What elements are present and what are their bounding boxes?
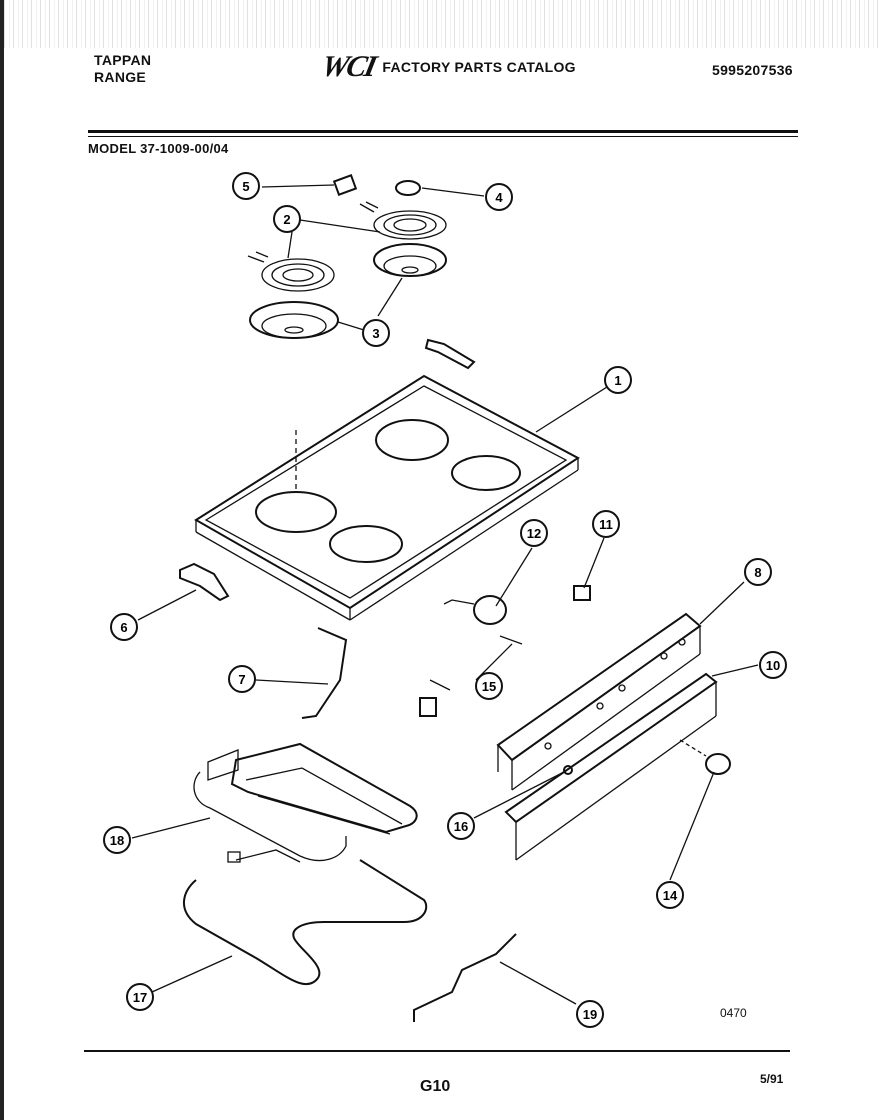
header-rule — [88, 130, 798, 133]
svg-text:15: 15 — [482, 679, 496, 694]
catalog-title: FACTORY PARTS CATALOG — [382, 59, 576, 75]
model-number: MODEL 37-1009-00/04 — [88, 141, 229, 156]
switch-bracket — [419, 635, 523, 717]
svg-text:18: 18 — [110, 833, 124, 848]
panel-trim-strip — [504, 672, 718, 861]
callout-4: 4 — [485, 183, 513, 211]
drawing-code: 0470 — [720, 1006, 747, 1020]
page-number: G10 — [420, 1078, 451, 1095]
catalog-heading: WCI FACTORY PARTS CATALOG — [319, 50, 576, 84]
broiler-rod — [413, 933, 517, 1022]
scan-edge — [0, 0, 4, 1120]
callout-5: 5 — [232, 172, 260, 200]
svg-text:19: 19 — [583, 1007, 597, 1022]
surface-element-rear — [359, 201, 447, 240]
callout-14: 14 — [656, 881, 684, 909]
callout-15: 15 — [475, 672, 503, 700]
element-receptacle — [332, 174, 358, 196]
svg-text:17: 17 — [133, 990, 147, 1005]
svg-text:16: 16 — [454, 819, 468, 834]
surface-element-front — [247, 251, 335, 292]
catalog-part-number: 5995207536 — [712, 62, 793, 78]
callout-1: 1 — [604, 366, 632, 394]
callout-11: 11 — [592, 510, 620, 538]
svg-text:4: 4 — [495, 190, 503, 205]
panel-screw — [563, 765, 573, 775]
footer-rule — [84, 1050, 790, 1052]
svg-text:1: 1 — [614, 373, 621, 388]
element-cap — [395, 180, 421, 196]
bake-element — [193, 742, 418, 862]
svg-text:10: 10 — [766, 658, 780, 673]
drip-bowl-rear — [373, 243, 447, 277]
callout-6: 6 — [110, 613, 138, 641]
cooktop-main-top — [194, 374, 580, 621]
brand-line-1: TAPPAN — [94, 52, 152, 68]
callout-12: 12 — [520, 519, 548, 547]
svg-text:11: 11 — [599, 517, 613, 532]
callout-19: 19 — [576, 1000, 604, 1028]
brand-block: TAPPAN RANGE — [94, 52, 151, 86]
callout-16: 16 — [447, 812, 475, 840]
scan-noise — [0, 0, 880, 48]
drip-bowl-front — [249, 301, 339, 339]
hinge-bracket — [179, 562, 230, 602]
leader-lines — [131, 184, 759, 1005]
svg-text:12: 12 — [527, 526, 541, 541]
callout-7: 7 — [228, 665, 256, 693]
control-panel — [496, 612, 702, 791]
callout-8: 8 — [744, 558, 772, 586]
indicator-light — [679, 739, 731, 775]
callout-10: 10 — [759, 651, 787, 679]
svg-text:3: 3 — [372, 326, 379, 341]
switch-knob-clip — [573, 585, 591, 601]
infinite-switch — [443, 595, 507, 625]
callout-2: 2 — [273, 205, 301, 233]
callout-3: 3 — [362, 319, 390, 347]
svg-text:6: 6 — [120, 620, 127, 635]
callout-17: 17 — [126, 983, 154, 1011]
svg-text:8: 8 — [754, 565, 761, 580]
catalog-date: 5/91 — [760, 1072, 784, 1086]
svg-text:7: 7 — [238, 672, 245, 687]
svg-text:2: 2 — [283, 212, 290, 227]
brand-line-2: RANGE — [94, 69, 147, 85]
terminal-block-clip — [424, 338, 476, 370]
broil-element — [183, 849, 428, 986]
header-rule-thin — [88, 136, 798, 137]
svg-text:5: 5 — [242, 179, 249, 194]
support-rod — [301, 627, 348, 719]
callout-18: 18 — [103, 826, 131, 854]
svg-text:14: 14 — [663, 888, 678, 903]
